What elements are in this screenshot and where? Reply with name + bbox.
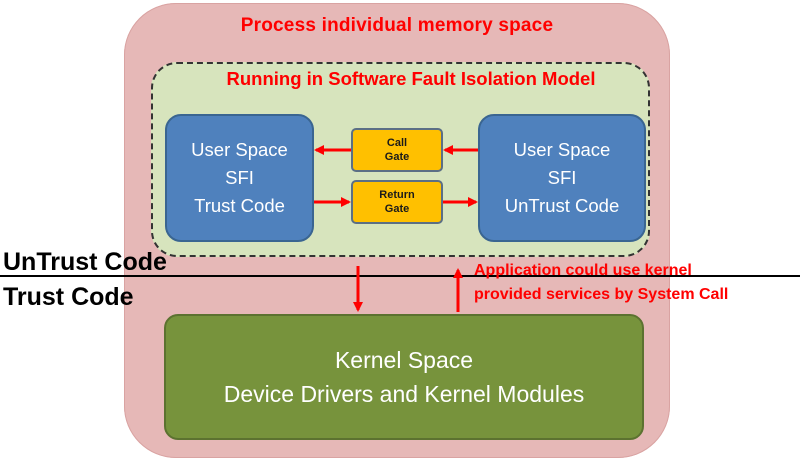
- trust-code-box: User Space SFI Trust Code: [165, 114, 314, 242]
- trust-box-line3: Trust Code: [194, 195, 285, 216]
- kernel-box-line2: Device Drivers and Kernel Modules: [223, 381, 585, 407]
- return-gate-line2: Gate: [384, 203, 410, 215]
- call-gate-box: Call Gate: [351, 128, 443, 172]
- call-gate-line2: Gate: [384, 151, 410, 163]
- sfi-title: Running in Software Fault Isolation Mode…: [226, 68, 596, 89]
- trust-box-line1: User Space: [191, 139, 288, 160]
- untrust-box-line3: UnTrust Code: [504, 195, 620, 216]
- untrust-box-line2: SFI: [547, 167, 577, 188]
- process-title: Process individual memory space: [240, 15, 554, 36]
- trust-box-line2: SFI: [225, 167, 254, 188]
- return-gate-box: Return Gate: [351, 180, 443, 224]
- trust-code-label: Trust Code: [3, 283, 134, 311]
- system-call-note-line1: Application could use kernel: [474, 262, 692, 279]
- kernel-space-box: Kernel Space Device Drivers and Kernel M…: [164, 314, 644, 440]
- system-call-note: Application could use kernel provided se…: [474, 259, 728, 307]
- system-call-note-line2: provided services by System Call: [474, 286, 729, 303]
- call-gate-line1: Call: [386, 137, 408, 149]
- return-gate-line1: Return: [379, 189, 415, 201]
- untrust-code-box: User Space SFI UnTrust Code: [478, 114, 646, 242]
- untrust-code-label: UnTrust Code: [3, 248, 167, 276]
- untrust-box-line1: User Space: [513, 139, 611, 160]
- kernel-box-line1: Kernel Space: [334, 347, 474, 373]
